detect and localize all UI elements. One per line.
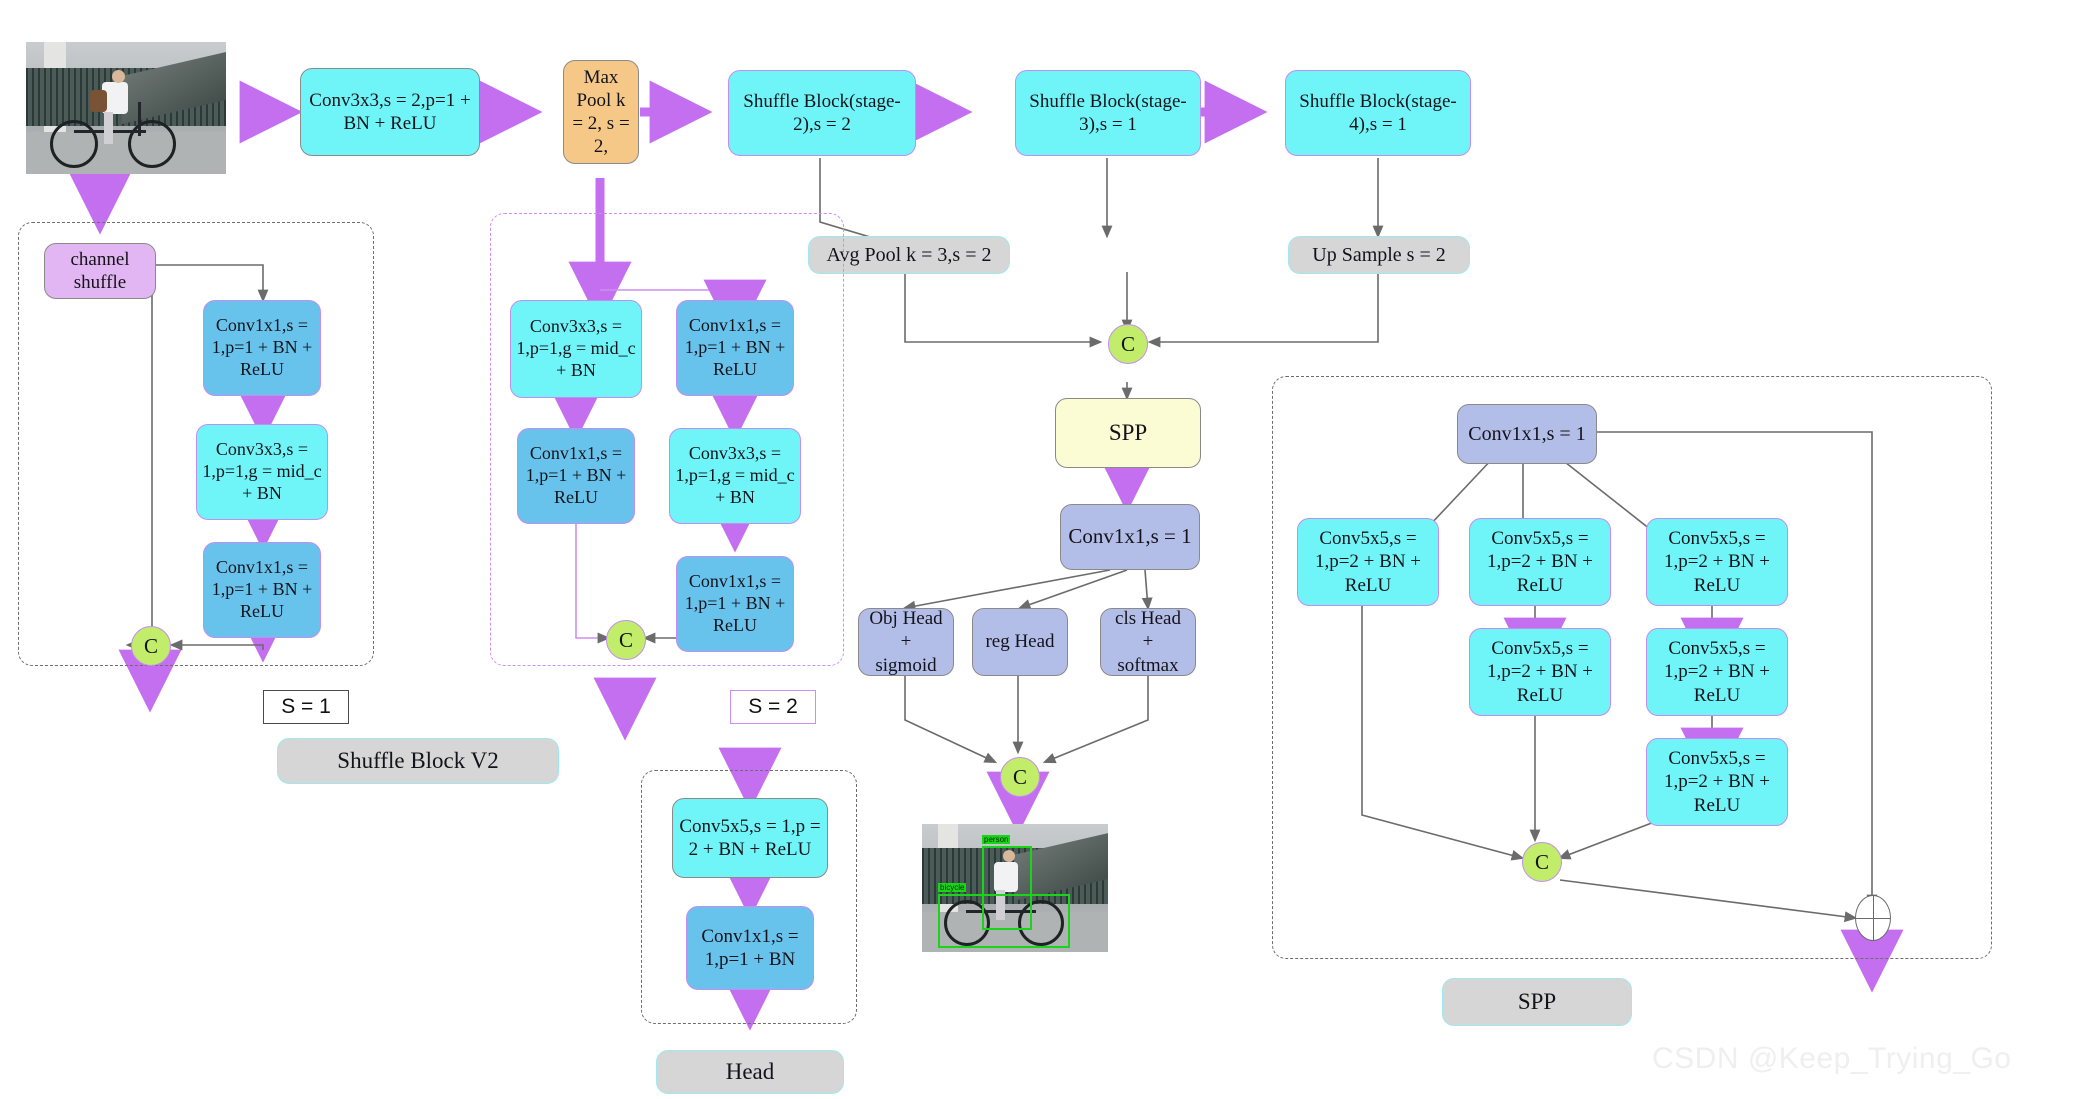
detection-box-person: person — [982, 835, 1032, 930]
s1-branch-conv1x1-a[interactable]: Conv1x1,s = 1,p=1 + BN + ReLU — [203, 300, 321, 396]
photo-rider-bag — [90, 90, 107, 112]
spp-concat-node[interactable]: C — [1522, 842, 1562, 882]
neck-concat-node[interactable]: C — [1108, 324, 1148, 364]
spp-b1-conv5x5-1[interactable]: Conv5x5,s = 1,p=2 + BN + ReLU — [1297, 518, 1439, 606]
spp-module-box[interactable]: SPP — [1055, 398, 1201, 468]
shuffle-block-stage2[interactable]: Shuffle Block(stage-2),s = 2 — [728, 70, 916, 156]
s2-left-conv1x1[interactable]: Conv1x1,s = 1,p=1 + BN + ReLU — [517, 428, 635, 524]
neck-conv1x1[interactable]: Conv1x1,s = 1 — [1060, 504, 1200, 570]
cls-head-box[interactable]: cls Head+softmax — [1100, 608, 1196, 676]
reg-head-box[interactable]: reg Head — [972, 608, 1068, 676]
s2-right-conv1x1-a[interactable]: Conv1x1,s = 1,p=1 + BN + ReLU — [676, 300, 794, 396]
shuffle-block-v2-caption: Shuffle Block V2 — [277, 738, 559, 784]
shuffle-block-s1-container — [18, 222, 374, 666]
spp-block-container — [1272, 376, 1992, 959]
s1-stride-tag: S = 1 — [263, 690, 349, 724]
shuffle-block-s2-container — [490, 213, 844, 666]
stem-conv-block[interactable]: Conv3x3,s = 2,p=1 + BN + ReLU — [300, 68, 480, 156]
spp-b3-conv5x5-1[interactable]: Conv5x5,s = 1,p=2 + BN + ReLU — [1646, 518, 1788, 606]
s2-stride-tag: S = 2 — [730, 690, 816, 724]
spp-block-caption: SPP — [1442, 978, 1632, 1026]
s1-branch-conv3x3-dw[interactable]: Conv3x3,s = 1,p=1,g = mid_c + BN — [196, 424, 328, 520]
photo-wheel-rear — [944, 900, 990, 946]
avg-pool-block[interactable]: Avg Pool k = 3,s = 2 — [808, 236, 1010, 274]
heads-concat-node[interactable]: C — [1000, 757, 1040, 797]
photo-wheel-front — [128, 120, 176, 168]
input-photo-cyclist — [26, 42, 226, 174]
up-sample-block[interactable]: Up Sample s = 2 — [1288, 236, 1470, 274]
head-block-container — [641, 770, 857, 1024]
spp-b3-conv5x5-2[interactable]: Conv5x5,s = 1,p=2 + BN + ReLU — [1646, 628, 1788, 716]
spp-entry-conv1x1[interactable]: Conv1x1,s = 1 — [1457, 404, 1597, 464]
spp-b2-conv5x5-2[interactable]: Conv5x5,s = 1,p=2 + BN + ReLU — [1469, 628, 1611, 716]
photo-bike-post — [138, 102, 141, 136]
detection-box-bicycle: bicycle — [938, 883, 1070, 948]
photo-rider-head — [112, 70, 125, 83]
photo-wheel-rear — [50, 120, 98, 168]
s1-branch-conv1x1-b[interactable]: Conv1x1,s = 1,p=1 + BN + ReLU — [203, 542, 321, 638]
spp-b2-conv5x5-1[interactable]: Conv5x5,s = 1,p=2 + BN + ReLU — [1469, 518, 1611, 606]
spp-residual-add-node[interactable] — [1855, 895, 1891, 941]
photo-rider-torso — [994, 862, 1018, 892]
output-photo-detection: person bicycle — [922, 824, 1108, 952]
maxpool-block[interactable]: Max Pool k = 2, s = 2, — [563, 60, 639, 164]
spp-b3-conv5x5-3[interactable]: Conv5x5,s = 1,p=2 + BN + ReLU — [1646, 738, 1788, 826]
s2-left-conv3x3-dw[interactable]: Conv3x3,s = 1,p=1,g = mid_c + BN — [510, 300, 642, 398]
photo-rider-leg — [996, 890, 1005, 920]
s2-concat-node[interactable]: C — [606, 620, 646, 660]
shuffle-block-stage4[interactable]: Shuffle Block(stage-4),s = 1 — [1285, 70, 1471, 156]
s2-right-conv3x3-dw[interactable]: Conv3x3,s = 1,p=1,g = mid_c + BN — [669, 428, 801, 524]
photo-wheel-front — [1018, 900, 1064, 946]
photo-rider-leg — [104, 112, 113, 144]
watermark-text: CSDN @Keep_Trying_Go — [1652, 1042, 2012, 1075]
s2-right-conv1x1-b[interactable]: Conv1x1,s = 1,p=1 + BN + ReLU — [676, 556, 794, 652]
s1-concat-node[interactable]: C — [131, 626, 171, 666]
photo-rider-head — [1003, 850, 1015, 862]
obj-head-box[interactable]: Obj Head+sigmoid — [858, 608, 954, 676]
head-conv1x1[interactable]: Conv1x1,s = 1,p=1 + BN — [686, 906, 814, 990]
head-block-caption: Head — [656, 1050, 844, 1094]
shuffle-block-stage3[interactable]: Shuffle Block(stage-3),s = 1 — [1015, 70, 1201, 156]
head-conv5x5[interactable]: Conv5x5,s = 1,p = 2 + BN + ReLU — [672, 798, 828, 878]
